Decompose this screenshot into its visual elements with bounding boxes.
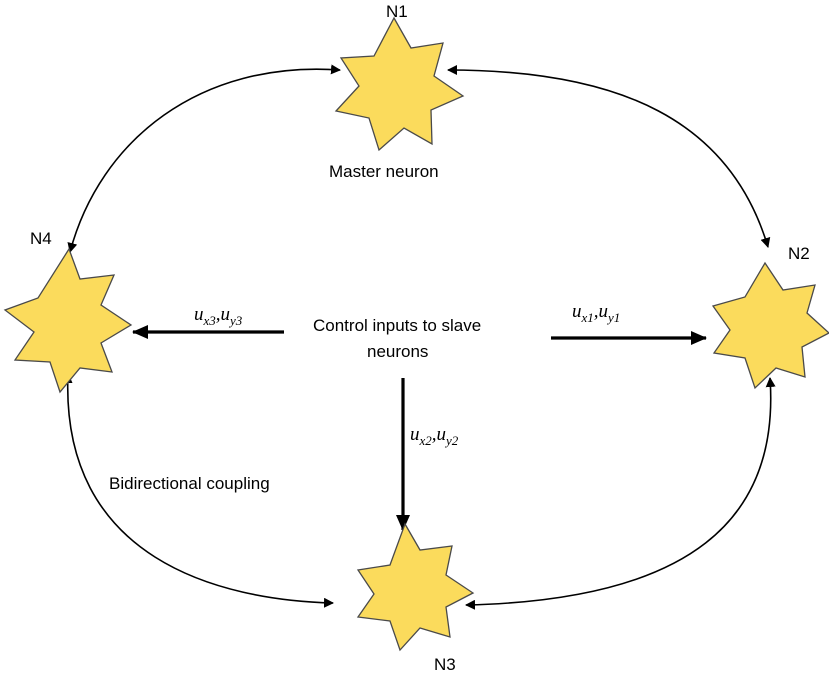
neuron-n3-star[interactable] — [356, 522, 475, 652]
coupling-n1-n2 — [447, 65, 771, 248]
master-neuron-label: Master neuron — [329, 162, 439, 181]
coupling-n1-n4 — [67, 64, 341, 253]
node-label-n2: N2 — [788, 244, 810, 263]
neuron-n2-star[interactable] — [711, 261, 829, 390]
coupling-n4-n3 — [62, 373, 334, 608]
neuron-n1-star[interactable] — [334, 16, 465, 152]
node-label-n3: N3 — [434, 655, 456, 674]
coupling-label: Bidirectional coupling — [109, 474, 270, 493]
control-title-line2: neurons — [367, 342, 428, 361]
input-label-n2: ux1,uy1 — [572, 301, 620, 325]
node-label-n1: N1 — [386, 2, 408, 21]
input-label-n4: ux3,uy3 — [194, 304, 243, 328]
neuron-n4-star[interactable] — [3, 247, 133, 394]
node-label-n4: N4 — [30, 229, 52, 248]
input-label-n3: ux2,uy2 — [410, 424, 459, 448]
control-title-line1: Control inputs to slave — [313, 316, 481, 335]
coupling-n2-n3 — [465, 377, 776, 610]
